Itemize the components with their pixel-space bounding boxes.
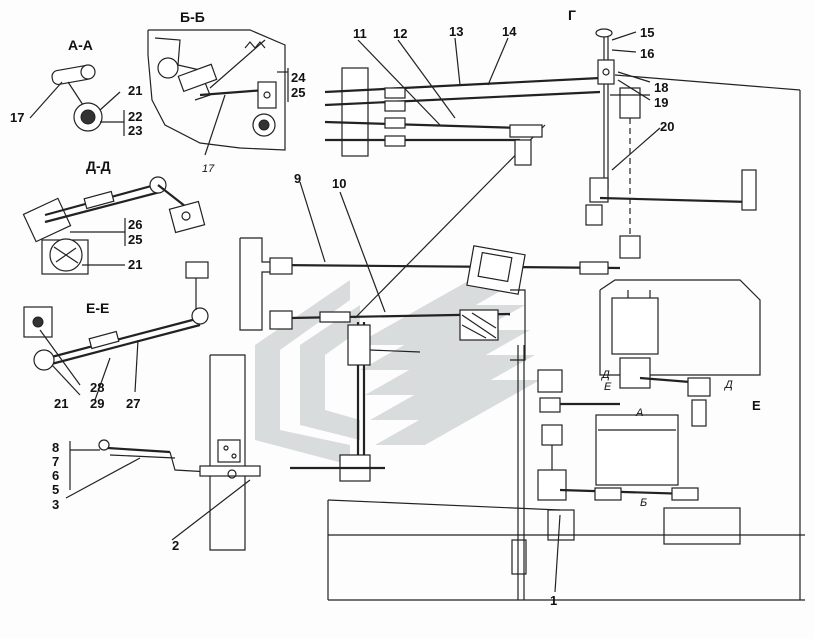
callout-20: 20 <box>660 119 674 134</box>
rod-assembly <box>239 181 621 482</box>
callout-16: 16 <box>640 46 654 61</box>
callout-11: 11 <box>353 26 367 41</box>
callout-17-b: 17 <box>202 163 215 175</box>
frame-outline <box>327 74 805 601</box>
callout-13: 13 <box>449 24 463 39</box>
callout-25-a: 25 <box>291 85 305 100</box>
marker-d2: Д <box>723 379 733 391</box>
section-label-g: Г <box>568 7 576 23</box>
callout-29: 29 <box>90 396 104 411</box>
callout-12: 12 <box>393 26 407 41</box>
section-label-ee: Е-Е <box>86 300 109 316</box>
callout-21-c: 21 <box>54 396 68 411</box>
callout-24: 24 <box>291 70 306 85</box>
callout-25-b: 25 <box>128 232 142 247</box>
section-label-bb: Б-Б <box>180 9 205 25</box>
section-a-a <box>29 64 125 136</box>
marker-b: Б <box>640 497 647 509</box>
upper-lever-block <box>324 37 601 166</box>
callout-9: 9 <box>294 171 301 186</box>
callout-26: 26 <box>128 217 142 232</box>
callout-21-a: 21 <box>128 83 142 98</box>
marker-d1: Д <box>600 369 610 381</box>
callout-7: 7 <box>52 454 59 469</box>
section-g-column <box>585 28 757 259</box>
callout-28: 28 <box>90 380 104 395</box>
callout-5: 5 <box>52 482 59 497</box>
callout-6: 6 <box>52 468 59 483</box>
section-b-b <box>147 29 289 156</box>
central-bellcrank <box>354 124 546 361</box>
callout-numbers: 17 21 22 23 24 25 17 26 25 21 28 29 21 2… <box>10 24 674 608</box>
watermark-logo <box>255 280 540 465</box>
callout-10: 10 <box>332 176 346 191</box>
callout-19: 19 <box>654 95 668 110</box>
section-d-d <box>22 176 206 275</box>
section-label-dd: Д-Д <box>86 158 111 174</box>
callout-27: 27 <box>126 396 140 411</box>
callout-8: 8 <box>52 440 59 455</box>
callout-3: 3 <box>52 497 59 512</box>
callout-14: 14 <box>502 24 517 39</box>
callout-21-b: 21 <box>128 257 142 272</box>
callout-17-a: 17 <box>10 110 24 125</box>
callout-15: 15 <box>640 25 654 40</box>
marker-a: А <box>635 407 643 419</box>
callout-18: 18 <box>654 80 668 95</box>
callout-22: 22 <box>128 109 142 124</box>
section-label-aa: А-А <box>68 37 93 53</box>
lower-lever-group <box>65 439 261 541</box>
cab-panel <box>209 354 246 551</box>
section-e-e <box>23 261 209 401</box>
callout-23: 23 <box>128 123 142 138</box>
callout-1: 1 <box>550 593 557 608</box>
marker-e1: Е <box>604 381 612 393</box>
callout-2: 2 <box>172 538 179 553</box>
right-machinery <box>537 279 761 593</box>
marker-e2: Е <box>752 398 761 413</box>
